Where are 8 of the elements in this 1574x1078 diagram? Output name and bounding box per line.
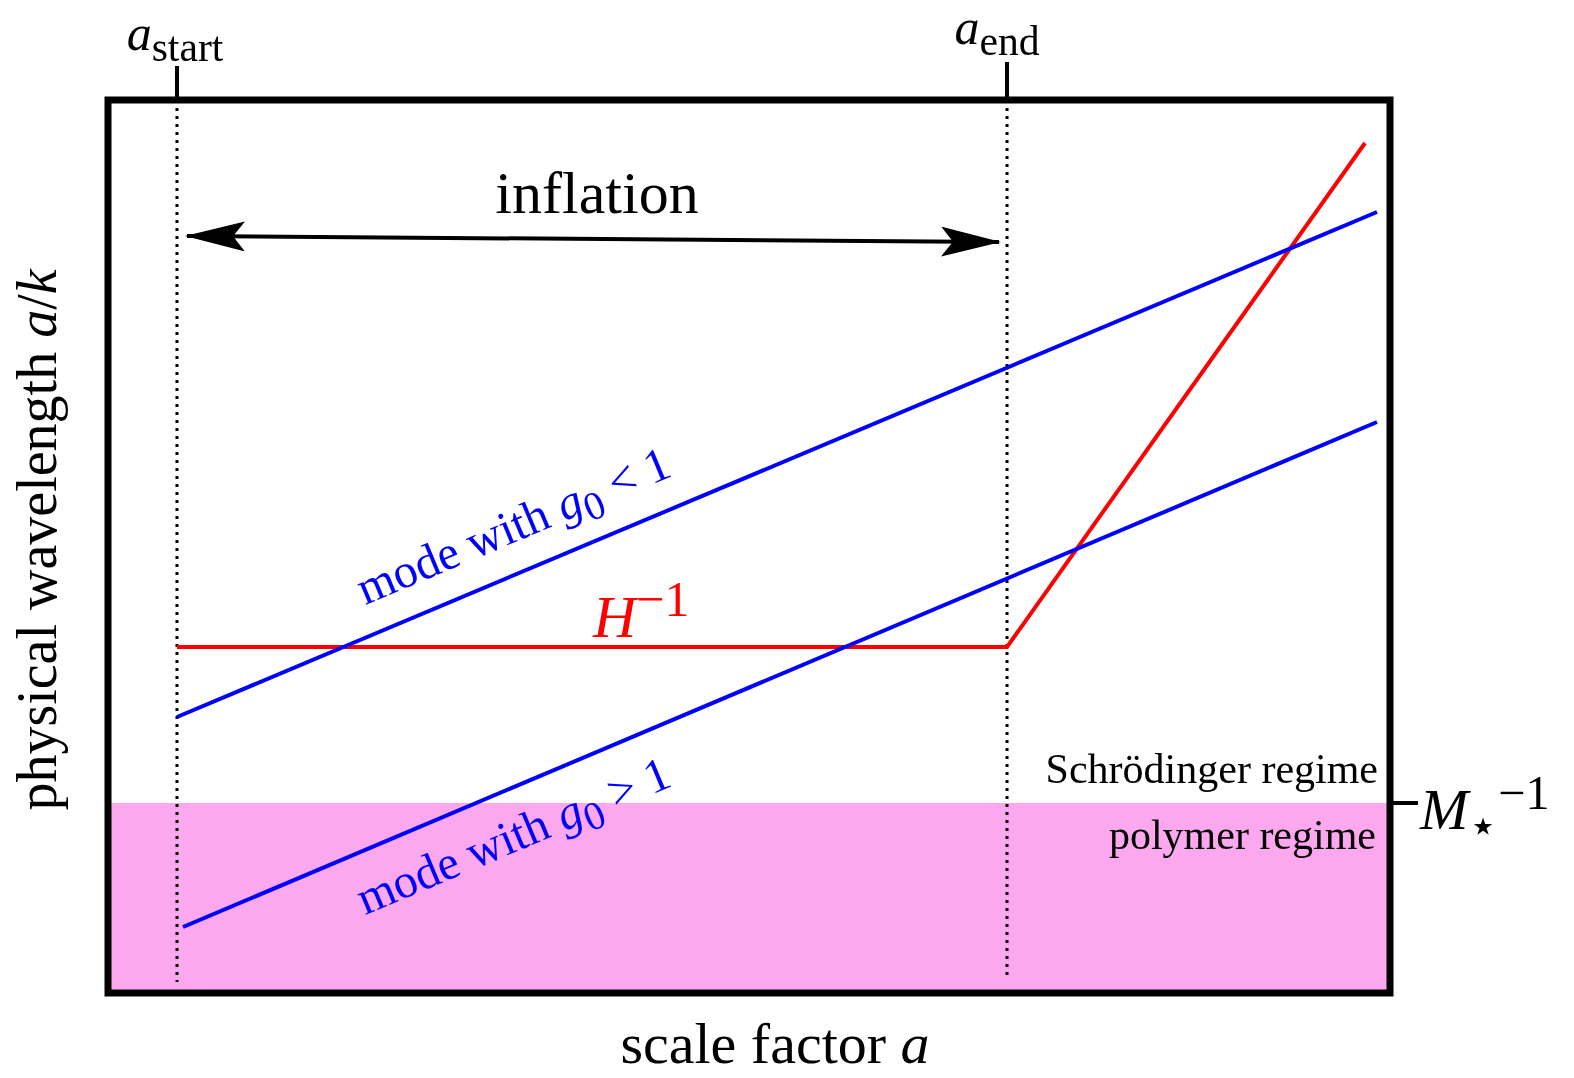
region-label: polymer regime — [1108, 812, 1376, 859]
axis-title: physical wavelength a/k — [7, 269, 69, 811]
axis-label: a$_{start}$ — [126, 6, 224, 71]
region-label: Schrödinger regime — [1045, 746, 1378, 793]
phase-label: inflation — [495, 160, 699, 226]
curve-label: H$^{−1}$ — [593, 572, 690, 650]
axis-label: a$_{end}$ — [954, 0, 1040, 65]
axis-title: scale factor a — [620, 1012, 930, 1076]
